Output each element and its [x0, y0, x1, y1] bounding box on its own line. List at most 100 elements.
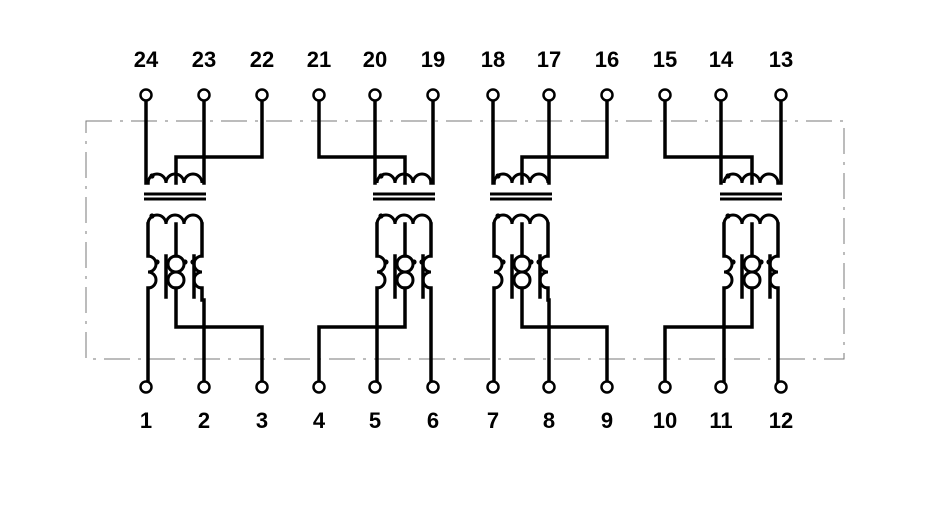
bottom-terminal-4 [312, 380, 326, 394]
top-pin-label: 20 [363, 47, 387, 72]
bottom-terminal-8 [542, 380, 556, 394]
channel-3-wire-top-a [491, 93, 496, 185]
channel-4-wire-bot-a [663, 286, 754, 389]
channel-1-wire-top-a [144, 93, 150, 185]
top-pin-label: 16 [595, 47, 619, 72]
channel-2-choke-coil-3 [404, 254, 415, 290]
channel-2-top-dot [378, 173, 384, 179]
channel-3-choke-dot-1 [500, 259, 506, 265]
channel-2-choke-coil-1 [376, 254, 387, 290]
channel-4-secondary-winding [722, 213, 780, 225]
bottom-terminal-12 [774, 380, 788, 394]
top-terminal-13 [774, 88, 788, 102]
channel-2-secondary-dot [378, 213, 384, 219]
channel-2-choke-dot-1 [383, 259, 389, 265]
wiring [144, 93, 783, 389]
channel-2-wire-top-c [429, 93, 435, 185]
channel-2-top-winding [375, 172, 433, 184]
top-terminal-21 [312, 88, 326, 102]
bottom-terminal-9 [600, 380, 614, 394]
channel-3-top-winding [492, 172, 550, 184]
channel-1-top-winding [146, 172, 204, 184]
bottom-pin-label: 11 [709, 408, 732, 433]
channel-1-wire-bot-a [144, 286, 150, 389]
channel-1-secondary-dot [149, 213, 155, 219]
top-terminal-17 [542, 88, 556, 102]
bottom-terminal-10 [658, 380, 672, 394]
top-terminal-20 [368, 88, 382, 102]
channel-3-wire-bot-c [520, 286, 609, 389]
channel-4-top-winding [722, 172, 780, 184]
bottom-pin-label: 5 [369, 408, 381, 433]
bottom-terminal-2 [197, 380, 211, 394]
channel-3-choke-dot-2 [528, 259, 534, 265]
top-pin-label: 14 [709, 47, 734, 72]
channel-1-choke-coil-3 [175, 254, 186, 290]
channel-2-wire-bot-a [317, 286, 407, 389]
top-terminal-22 [255, 88, 269, 102]
channel-2-choke-coil-2 [395, 254, 406, 290]
bottom-terminal-6 [426, 380, 440, 394]
top-pin-label: 24 [134, 47, 159, 72]
channel-4-wire-top-a [663, 93, 754, 185]
bottom-terminal-11 [714, 380, 728, 394]
bottom-pin-label: 6 [427, 408, 439, 433]
channel-3-choke-coil-1 [493, 254, 504, 290]
channel-2-choke-coil-4 [421, 254, 432, 290]
bottom-terminal-1 [139, 380, 153, 394]
channel-4-top-dot [725, 173, 731, 179]
top-terminal-19 [426, 88, 440, 102]
channel-1-choke-coil-1 [147, 254, 158, 290]
channel-3-choke-coil-3 [521, 254, 532, 290]
bottom-terminal-3 [255, 380, 269, 394]
top-terminal-24 [139, 88, 153, 102]
channel-2-choke-dot-3 [419, 259, 425, 265]
top-terminal-15 [658, 88, 672, 102]
bottom-pin-label: 9 [601, 408, 613, 433]
package-outline [85, 120, 845, 360]
channel-3-wire-bot-a [491, 286, 496, 389]
top-terminal-14 [714, 88, 728, 102]
bottom-pin-label: 7 [487, 408, 499, 433]
top-terminal-16 [600, 88, 614, 102]
channel-1-wire-bot-c [174, 286, 264, 389]
top-pin-label: 22 [250, 47, 274, 72]
channel-4-choke-dot-1 [730, 259, 736, 265]
channel-4-choke-dot-3 [766, 259, 772, 265]
channel-1-choke-coil-4 [192, 254, 203, 290]
channel-3-choke-dot-3 [536, 259, 542, 265]
channel-1-secondary-winding [146, 213, 204, 225]
channel-1-choke-dot-3 [190, 259, 196, 265]
bottom-pin-label: 4 [313, 408, 326, 433]
channel-1-choke-dot-1 [154, 259, 160, 265]
terminals [139, 88, 788, 394]
top-pin-label: 17 [537, 47, 561, 72]
channel-4-choke-dot-2 [758, 259, 764, 265]
top-pin-label: 15 [653, 47, 677, 72]
channel-3-secondary-winding [492, 213, 550, 225]
channel-4-secondary-dot [725, 213, 731, 219]
top-terminal-18 [486, 88, 500, 102]
bottom-pin-label: 3 [256, 408, 268, 433]
top-terminal-23 [197, 88, 211, 102]
channel-4-choke-coil-2 [742, 254, 753, 290]
channel-1-wire-top-c [174, 93, 264, 185]
channel-4-choke-coil-4 [768, 254, 779, 290]
top-pin-label: 13 [769, 47, 793, 72]
top-pin-label: 21 [307, 47, 331, 72]
channel-2-wire-top-a [317, 93, 407, 185]
channel-3-wire-top-c [520, 93, 609, 185]
channel-4-choke-coil-1 [723, 254, 734, 290]
channel-2-secondary-winding [375, 213, 433, 225]
top-pin-label: 18 [481, 47, 505, 72]
bottom-terminal-5 [368, 380, 382, 394]
channel-4-choke-coil-3 [751, 254, 762, 290]
channel-1-choke-dot-2 [182, 259, 188, 265]
channel-2-choke-dot-2 [411, 259, 417, 265]
channel-1-top-dot [149, 173, 155, 179]
channel-4-wire-top-c [776, 93, 783, 185]
bottom-terminal-7 [486, 380, 500, 394]
bottom-pin-label: 8 [543, 408, 555, 433]
